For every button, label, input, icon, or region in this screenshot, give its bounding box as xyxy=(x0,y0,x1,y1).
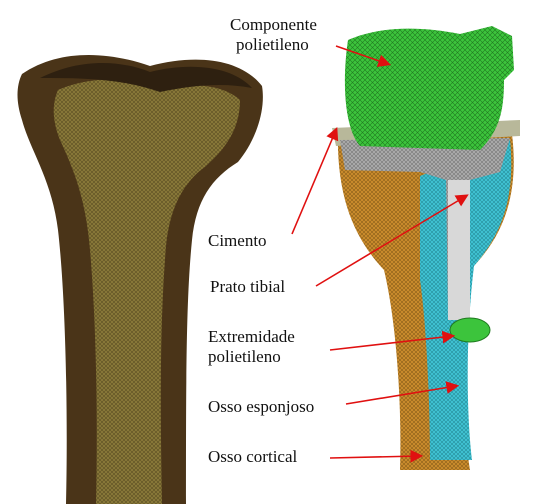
label-extremidade-line2: polietileno xyxy=(208,347,281,366)
polyethylene-tip xyxy=(450,318,490,342)
label-prato-tibial: Prato tibial xyxy=(210,277,285,296)
label-osso-cortical: Osso cortical xyxy=(208,447,298,466)
arrow-cimento xyxy=(292,130,336,234)
sectioned-tibia-model xyxy=(332,26,520,470)
label-cimento: Cimento xyxy=(208,231,267,250)
label-osso-esponjoso: Osso esponjoso xyxy=(208,397,314,416)
label-componente-line1: Componente xyxy=(230,15,317,34)
label-extremidade-line1: Extremidade xyxy=(208,327,295,346)
label-componente-line2: polietileno xyxy=(236,35,309,54)
polyethylene-component xyxy=(345,26,514,150)
